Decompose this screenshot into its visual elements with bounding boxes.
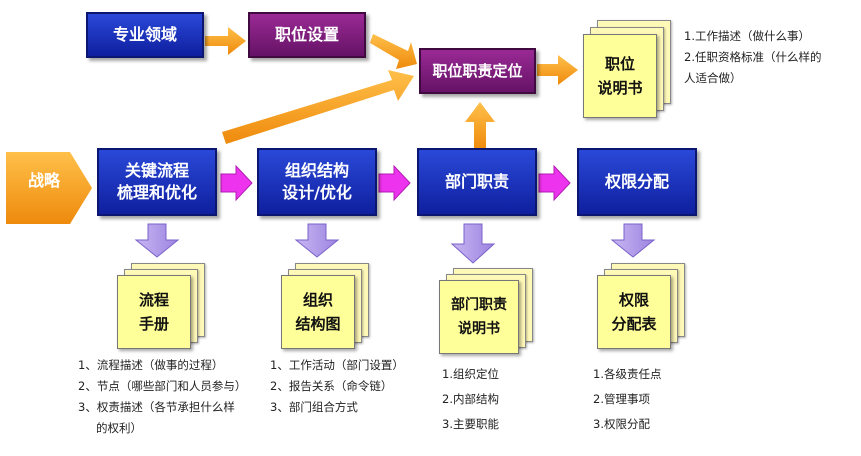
- note-line: 的权利）: [96, 421, 142, 435]
- doc-dept-desc: 部门职责 说明书: [439, 268, 535, 354]
- note-line: 2、节点（哪些部门和人员参与）: [78, 379, 247, 393]
- doc-org-chart-line1: 组织: [302, 291, 333, 309]
- box-process-line1: 关键流程: [124, 161, 189, 180]
- box-positioning: 职位职责定位: [419, 48, 536, 94]
- box-domain: 专业领域: [86, 12, 204, 58]
- note-line: 1.组织定位: [442, 367, 499, 381]
- note-line: 3、部门组合方式: [270, 400, 358, 414]
- note-line: 2.任职资格标准（什么样的: [684, 50, 822, 64]
- box-process-line2: 梳理和优化: [116, 183, 197, 202]
- notes-process: 1、流程描述（做事的过程） 2、节点（哪些部门和人员参与） 3、权责描述（各节承…: [78, 355, 246, 439]
- note-line: 1、工作活动（部门设置）: [270, 358, 404, 372]
- box-org: 组织结构 设计/优化: [257, 148, 377, 216]
- box-dept: 部门职责: [417, 148, 537, 216]
- box-org-line1: 组织结构: [284, 161, 349, 180]
- note-line: 1、流程描述（做事的过程）: [78, 358, 224, 372]
- orange-arrow-positioning-to-jobdesc: [537, 55, 578, 85]
- box-authority: 权限分配: [577, 148, 697, 216]
- doc-authority-table-line2: 分配表: [611, 315, 657, 333]
- doc-dept-desc-line1: 部门职责: [451, 297, 507, 313]
- notes-authority: 1.各级责任点 2.管理事项 3.权限分配: [593, 362, 661, 437]
- box-dept-label: 部门职责: [444, 172, 509, 191]
- doc-org-chart-front: 组织 结构图: [281, 275, 355, 349]
- box-position-setting: 职位设置: [248, 12, 366, 58]
- note-line: 1.各级责任点: [593, 367, 662, 381]
- doc-process-manual-line1: 流程: [138, 291, 169, 309]
- orange-arrow-position-to-positioning: [370, 34, 417, 69]
- doc-job-desc: 职位 说明书: [583, 20, 673, 120]
- orange-arrow-domain-to-position: [205, 27, 246, 55]
- note-line: 3、权责描述（各节承担什么样: [78, 400, 235, 414]
- down-arrow-org: [294, 223, 340, 258]
- magenta-arrow-3: [538, 164, 571, 202]
- notes-job-desc: 1.工作描述（做什么事） 2.任职资格标准（什么样的 人适合做）: [684, 26, 821, 89]
- note-line: 1.工作描述（做什么事）: [684, 29, 810, 43]
- doc-process-manual-front: 流程 手册: [117, 275, 191, 349]
- box-org-line2: 设计/优化: [282, 183, 352, 202]
- orange-arrow-dept-to-positioning: [465, 102, 495, 150]
- box-position-setting-label: 职位设置: [274, 25, 339, 44]
- orange-arrow-process-to-positioning: [222, 70, 414, 144]
- note-line: 2.管理事项: [593, 392, 650, 406]
- down-arrow-dept: [450, 223, 496, 264]
- note-line: 3.权限分配: [593, 417, 650, 431]
- strategy-label: 战略: [28, 171, 61, 190]
- doc-authority-table-front: 权限 分配表: [597, 275, 671, 349]
- notes-dept: 1.组织定位 2.内部结构 3.主要职能: [442, 362, 499, 437]
- box-domain-label: 专业领域: [112, 25, 177, 44]
- doc-job-desc-front: 职位 说明书: [583, 34, 657, 118]
- note-line: 2.内部结构: [442, 392, 499, 406]
- magenta-arrow-2: [378, 164, 411, 202]
- note-line: 3.主要职能: [442, 417, 499, 431]
- note-line: 人适合做）: [684, 71, 742, 85]
- doc-job-desc-line2: 说明书: [597, 79, 643, 97]
- magenta-arrow-1: [220, 164, 253, 202]
- box-authority-label: 权限分配: [604, 172, 669, 191]
- doc-process-manual-line2: 手册: [138, 315, 169, 333]
- box-positioning-label: 职位职责定位: [432, 62, 523, 80]
- note-line: 2、报告关系（命令链）: [270, 379, 393, 393]
- doc-process-manual: 流程 手册: [117, 263, 207, 349]
- doc-org-chart-line2: 结构图: [295, 315, 341, 333]
- down-arrow-process: [134, 223, 180, 258]
- box-process: 关键流程 梳理和优化: [97, 148, 217, 216]
- strategy-arrow: [6, 152, 92, 224]
- doc-org-chart: 组织 结构图: [281, 263, 371, 349]
- doc-dept-desc-line2: 说明书: [458, 321, 500, 337]
- down-arrow-authority: [610, 223, 656, 258]
- notes-org: 1、工作活动（部门设置） 2、报告关系（命令链） 3、部门组合方式: [270, 355, 404, 418]
- doc-job-desc-line1: 职位: [604, 55, 635, 73]
- doc-authority-table-line1: 权限: [618, 291, 649, 309]
- doc-dept-desc-front: 部门职责 说明书: [439, 280, 519, 354]
- doc-authority-table: 权限 分配表: [597, 263, 687, 349]
